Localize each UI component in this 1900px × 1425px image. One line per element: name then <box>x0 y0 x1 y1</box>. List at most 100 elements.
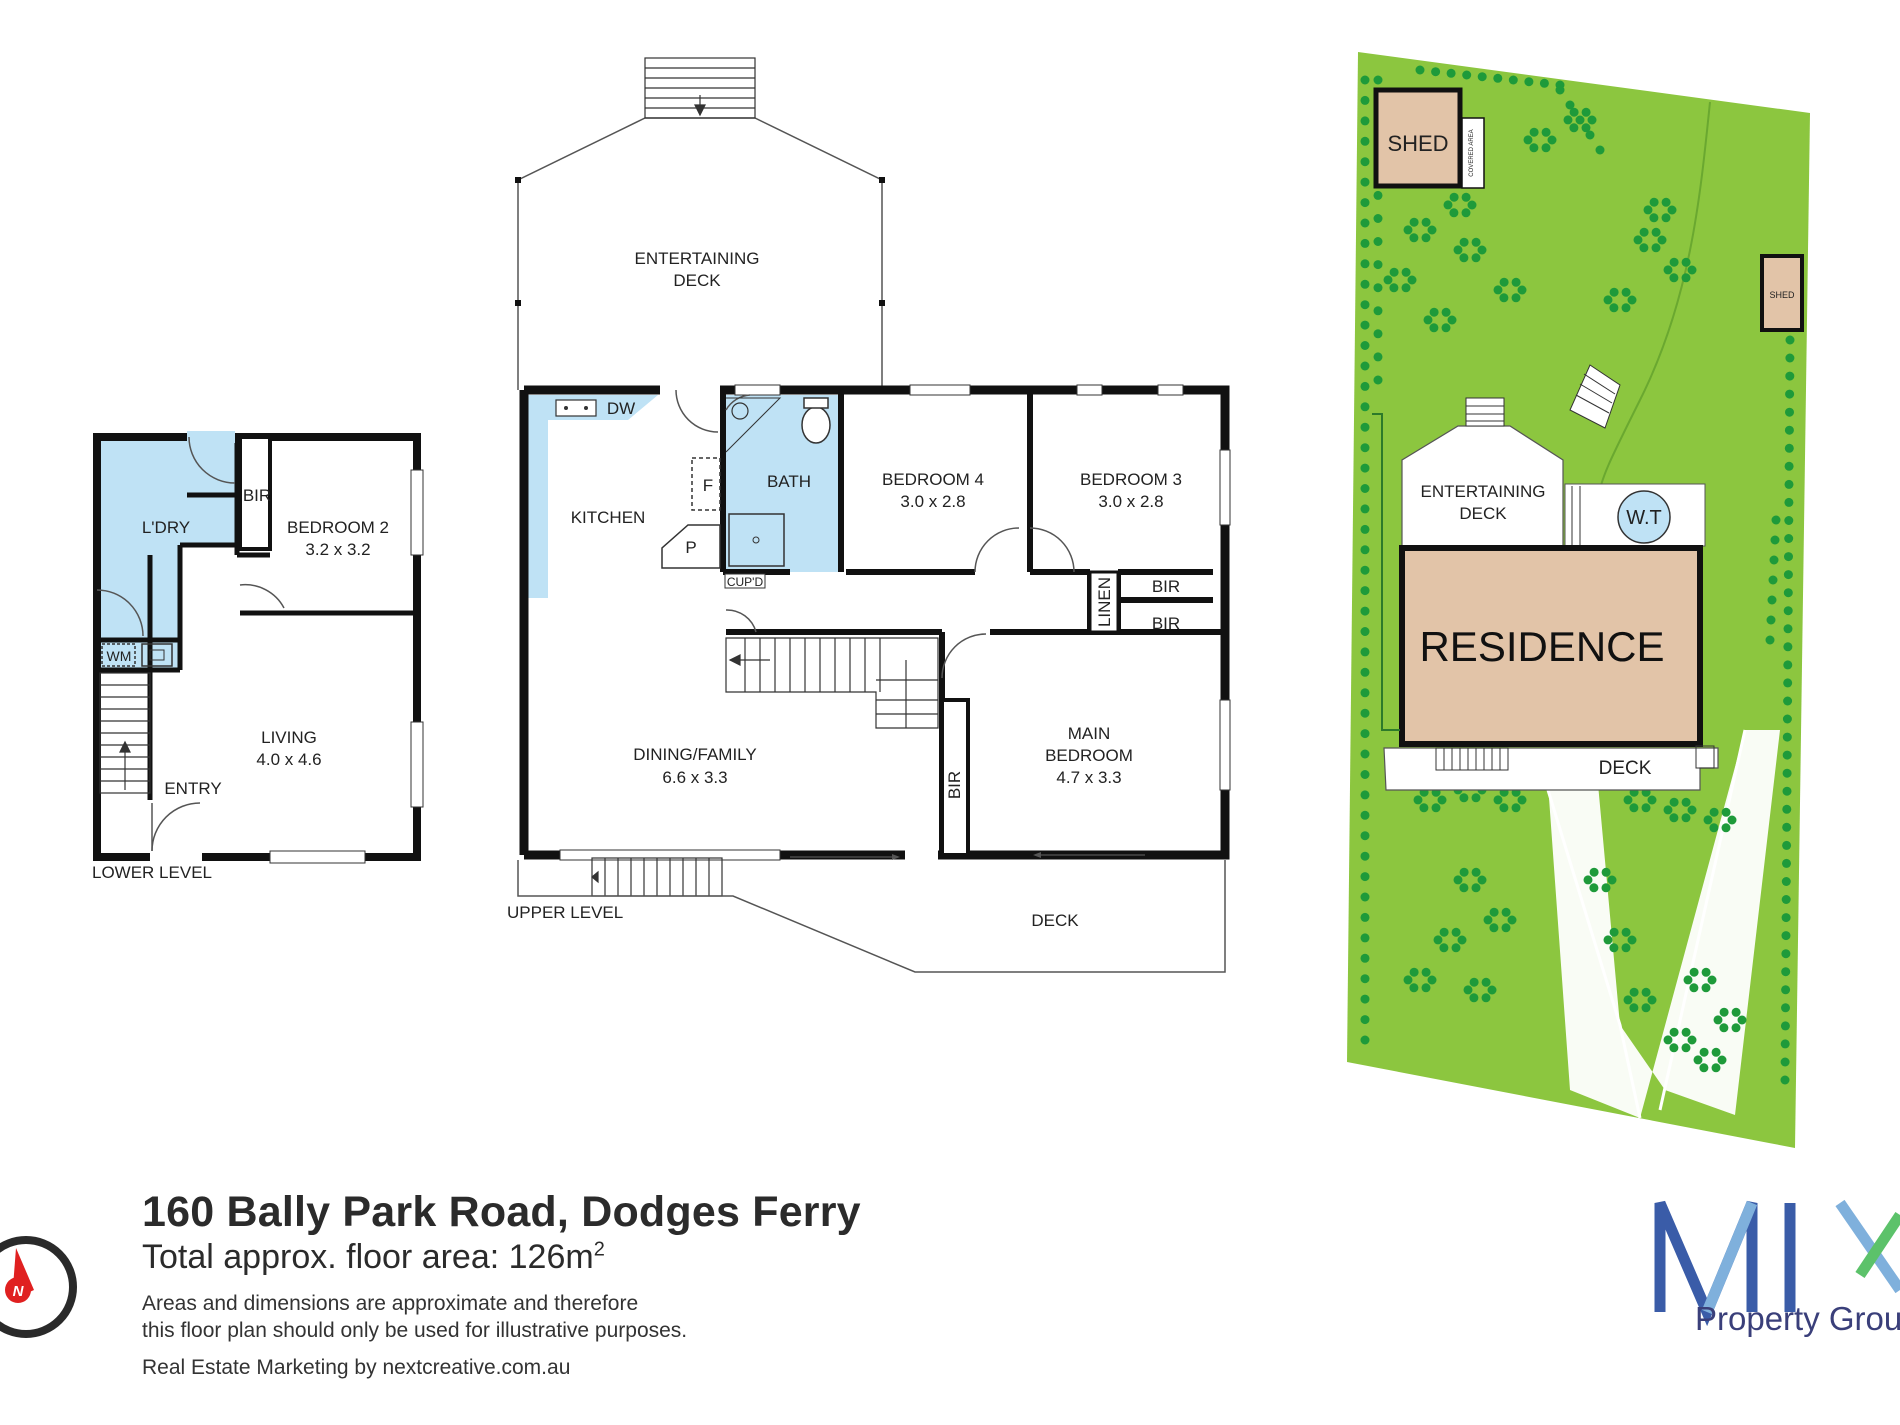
tree-dot <box>1770 535 1780 545</box>
tree-dot <box>1781 949 1791 959</box>
tree-dot <box>1784 552 1793 562</box>
tree-dot <box>1469 993 1479 1003</box>
tree-dot <box>1701 983 1711 993</box>
tree-dot <box>1433 935 1443 945</box>
tree-dot <box>1360 1035 1370 1045</box>
residence-label: RESIDENCE <box>1419 623 1664 670</box>
tree-dot <box>1499 803 1509 813</box>
cupboard-box <box>724 573 766 589</box>
tree-dot <box>1421 217 1431 227</box>
main-bedroom-bir <box>940 698 970 857</box>
tree-dot <box>1589 883 1599 893</box>
compass-letter: N <box>13 1283 25 1300</box>
tree-dot <box>1641 803 1651 813</box>
tree-dot <box>1453 245 1463 255</box>
tree-dot <box>1589 867 1599 877</box>
tree-dot <box>1547 135 1557 145</box>
tree-dot <box>1601 867 1611 877</box>
tree-dot <box>1727 815 1737 825</box>
tree-dot <box>1541 143 1551 153</box>
tree-dot <box>1781 985 1791 995</box>
tree-dot <box>1713 1015 1723 1025</box>
tree-dot <box>1609 287 1619 297</box>
main-bedroom-label-1: MAIN <box>1068 724 1111 743</box>
laundry-tub <box>141 643 173 667</box>
tree-dot <box>1360 75 1370 85</box>
tree-dot <box>1737 1015 1747 1025</box>
tree-dot <box>1669 1027 1679 1037</box>
tree-dot <box>1621 303 1631 313</box>
tree-dot <box>1499 277 1509 287</box>
tree-dot <box>1529 127 1539 137</box>
tree-dot <box>1459 237 1469 247</box>
tree-dot <box>1389 283 1399 293</box>
tree-dot <box>1439 927 1449 937</box>
tree-dot <box>1681 273 1691 283</box>
tree-dot <box>1627 935 1637 945</box>
tree-dot <box>1663 805 1673 815</box>
tree-dot <box>1373 375 1383 385</box>
tree-dot <box>1415 65 1425 75</box>
tree-dot <box>1669 1043 1679 1053</box>
brand-logo <box>1654 1199 1900 1327</box>
tree-dot <box>1360 647 1370 657</box>
tree-dot <box>1447 315 1457 325</box>
tree-dot <box>1783 678 1793 688</box>
pantry-outline <box>661 524 721 569</box>
tree-dot <box>1360 198 1370 208</box>
tree-dot <box>1360 361 1370 371</box>
tree-dot <box>1409 217 1419 227</box>
site-ent-deck-label-1: ENTERTAINING <box>1421 482 1546 501</box>
tree-dot <box>1446 68 1456 78</box>
tree-dot <box>1639 243 1649 253</box>
tree-dot <box>1541 127 1551 137</box>
tree-dot <box>1661 197 1671 207</box>
tree-dot <box>1687 265 1697 275</box>
tree-dot <box>1463 985 1473 995</box>
bedroom-2-label: BEDROOM 2 <box>287 518 389 537</box>
marketing-credit: Real Estate Marketing by nextcreative.co… <box>142 1356 571 1379</box>
tree-dot <box>1783 660 1793 670</box>
tree-dot <box>1459 253 1469 263</box>
upper-deck-label: DECK <box>1031 911 1079 930</box>
tree-dot <box>1471 793 1481 803</box>
tree-dot <box>1785 407 1794 417</box>
tree-dot <box>1782 822 1792 832</box>
tree-dot <box>1431 67 1441 77</box>
tree-dot <box>1360 606 1370 616</box>
lower-window-right-1 <box>410 469 424 556</box>
tree-dot <box>1437 795 1447 805</box>
living-label: LIVING <box>261 728 317 747</box>
tree-dot <box>1687 805 1697 815</box>
tree-dot <box>1360 708 1370 718</box>
tree-dot <box>1782 858 1791 868</box>
tree-dot <box>1471 883 1481 893</box>
tree-dot <box>1781 1003 1790 1013</box>
lower-level-label: LOWER LEVEL <box>92 863 212 882</box>
small-shed <box>1760 254 1804 332</box>
tree-dot <box>1360 238 1370 248</box>
tree-dot <box>1581 123 1591 133</box>
tree-dot <box>1780 1039 1790 1049</box>
tree-dot <box>1360 810 1370 820</box>
tree-dot <box>1360 545 1370 555</box>
tree-dot <box>1489 923 1499 933</box>
tree-dot <box>1681 257 1691 267</box>
tree-dot <box>1781 967 1791 977</box>
tree-dot <box>1501 923 1511 933</box>
tree-dot <box>1621 287 1631 297</box>
tree-dot <box>1601 883 1611 893</box>
tree-dot <box>1360 831 1370 841</box>
tree-dot <box>1493 285 1503 295</box>
tree-dot <box>1681 797 1691 807</box>
tree-dot <box>1481 977 1491 987</box>
tree-dot <box>1481 993 1491 1003</box>
tree-dot <box>1477 245 1487 255</box>
lower-window-right-2 <box>410 721 424 808</box>
tree-dot <box>1783 642 1793 652</box>
tree-dot <box>1681 1027 1691 1037</box>
tree-dot <box>1782 732 1792 742</box>
tree-dot <box>1721 807 1731 817</box>
tree-dot <box>1667 205 1677 215</box>
tree-dot <box>1563 115 1573 125</box>
